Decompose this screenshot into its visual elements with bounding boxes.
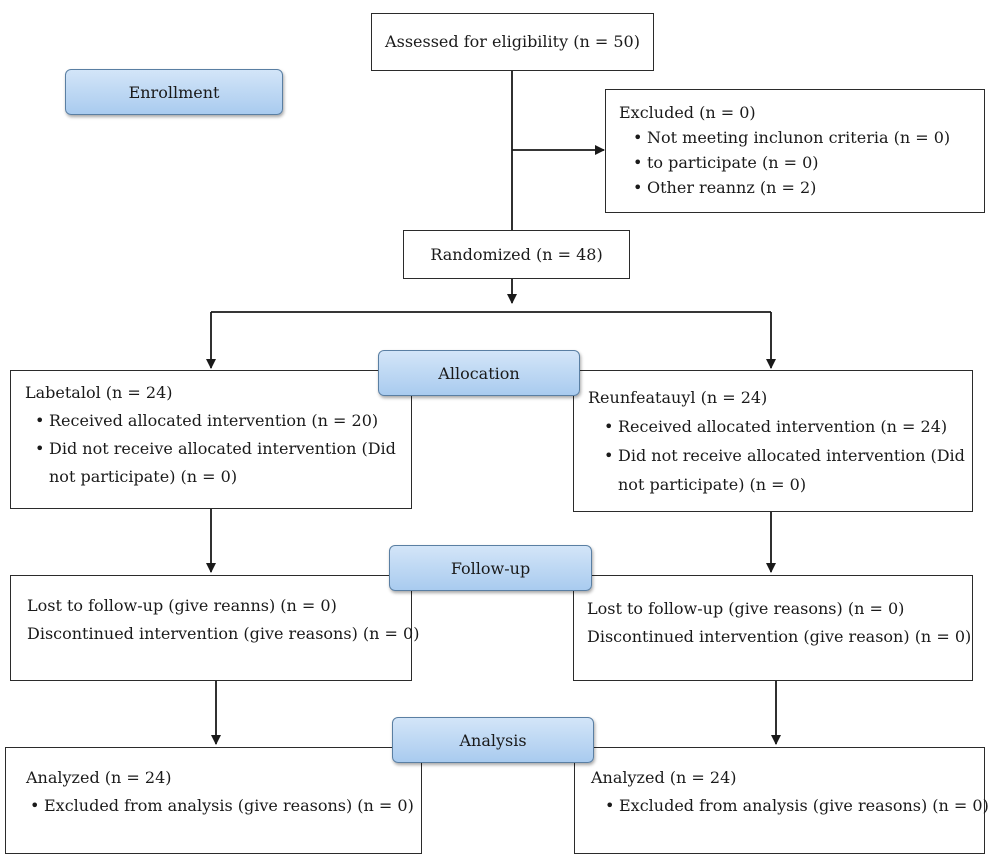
left-analysis-box: Analyzed (n = 24) Excluded from analysis… <box>5 747 422 854</box>
left-alloc-item: Received allocated intervention (n = 20) <box>35 407 411 435</box>
left-follow-discontinued: Discontinued intervention (give reasons)… <box>27 624 420 643</box>
left-follow-lost: Lost to follow-up (give reanns) (n = 0) <box>27 596 337 615</box>
left-allocation-box: Labetalol (n = 24) Received allocated in… <box>10 370 412 509</box>
stage-allocation: Allocation <box>378 350 580 396</box>
excluded-item: Not meeting inclunon criteria (n = 0) <box>633 125 984 150</box>
right-alloc-item: Did not receive allocated intervention (… <box>604 441 972 470</box>
stage-enrollment: Enrollment <box>65 69 283 115</box>
randomized-label: Randomized (n = 48) <box>430 244 603 264</box>
stage-followup-label: Follow-up <box>450 558 531 578</box>
right-analysis-title: Analyzed (n = 24) <box>591 768 737 787</box>
stage-analysis: Analysis <box>392 717 594 763</box>
excluded-item: Other reannz (n = 2) <box>633 175 984 200</box>
excluded-box: Excluded (n = 0) Not meeting inclunon cr… <box>605 89 985 213</box>
stage-followup: Follow-up <box>389 545 592 591</box>
left-alloc-item-cont: not participate) (n = 0) <box>49 467 238 486</box>
stage-allocation-label: Allocation <box>438 363 520 383</box>
left-followup-box: Lost to follow-up (give reanns) (n = 0) … <box>10 575 420 681</box>
randomized-box: Randomized (n = 48) <box>403 230 630 279</box>
right-analysis-item: Excluded from analysis (give reasons) (n… <box>605 792 989 820</box>
assessed-label: Assessed for eligibility (n = 50) <box>385 32 640 51</box>
excluded-item: to participate (n = 0) <box>633 150 984 175</box>
right-followup-box: Lost to follow-up (give reasons) (n = 0)… <box>573 575 973 681</box>
right-alloc-item: Received allocated intervention (n = 24) <box>604 412 972 441</box>
stage-analysis-label: Analysis <box>459 730 527 750</box>
right-alloc-title: Reunfeatauyl (n = 24) <box>588 388 768 407</box>
stage-enrollment-label: Enrollment <box>128 82 220 102</box>
right-analysis-box: Analyzed (n = 24) Excluded from analysis… <box>574 747 989 854</box>
assessed-box: Assessed for eligibility (n = 50) <box>371 13 654 71</box>
left-analysis-title: Analyzed (n = 24) <box>26 768 172 787</box>
excluded-title: Excluded (n = 0) <box>619 103 756 122</box>
right-follow-lost: Lost to follow-up (give reasons) (n = 0) <box>587 599 905 618</box>
right-alloc-item-cont: not participate) (n = 0) <box>618 475 807 494</box>
right-allocation-box: Reunfeatauyl (n = 24) Received allocated… <box>573 370 973 512</box>
left-alloc-title: Labetalol (n = 24) <box>25 383 173 402</box>
left-analysis-item: Excluded from analysis (give reasons) (n… <box>30 792 421 820</box>
left-alloc-item: Did not receive allocated intervention (… <box>35 435 411 463</box>
right-follow-discontinued: Discontinued intervention (give reason) … <box>587 627 972 646</box>
